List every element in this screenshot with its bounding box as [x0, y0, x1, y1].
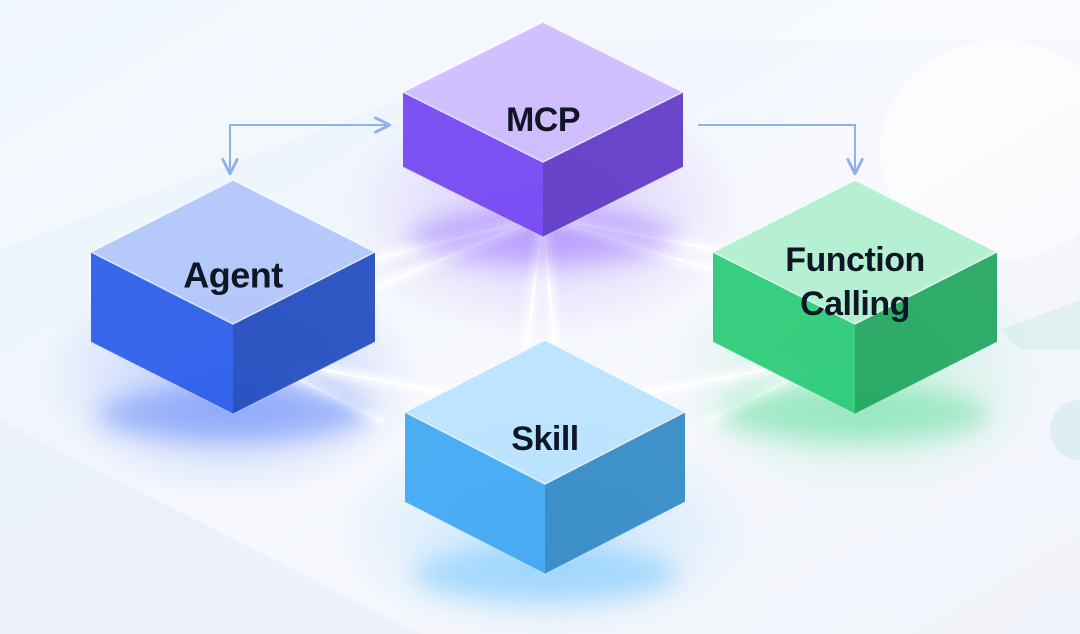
cube-left-face: [713, 252, 855, 414]
cube-right-face: [233, 252, 375, 414]
cube-right-face: [543, 92, 683, 237]
background-band: [0, 0, 1080, 250]
cube-bottom-edge: [402, 166, 684, 238]
cube-bottom-edge: [90, 341, 376, 415]
cube-label-function-calling: Calling: [800, 285, 910, 323]
background-band: [0, 420, 420, 634]
cube-right-face: [545, 412, 685, 574]
cube-left-face: [405, 412, 545, 574]
cube-label-agent: Agent: [183, 255, 283, 296]
cube-mcp[interactable]: MCP: [401, 21, 685, 265]
cube-top-rim: [403, 339, 687, 485]
cube-skill[interactable]: Skill: [403, 339, 687, 602]
cube-label-skill: Skill: [511, 420, 578, 458]
cube-top-rim: [401, 21, 685, 163]
cube-right-face: [855, 252, 997, 414]
arrow-mcp-to-function-calling: [698, 124, 864, 176]
cube-agent[interactable]: Agent: [89, 179, 377, 442]
cube-label-function-calling: Function: [785, 241, 925, 279]
cube-bottom-edge: [404, 501, 686, 575]
background-orb: [880, 40, 1080, 260]
cube-label-mcp: MCP: [506, 101, 580, 139]
cube-left-face: [91, 252, 233, 414]
background-shape: [1050, 400, 1080, 460]
connector-arrows: [221, 116, 864, 176]
cube-top-rim: [711, 179, 999, 325]
cube-top-rim: [89, 179, 377, 325]
cube-left-face: [403, 92, 543, 237]
cube-bottom-edge: [712, 341, 998, 415]
